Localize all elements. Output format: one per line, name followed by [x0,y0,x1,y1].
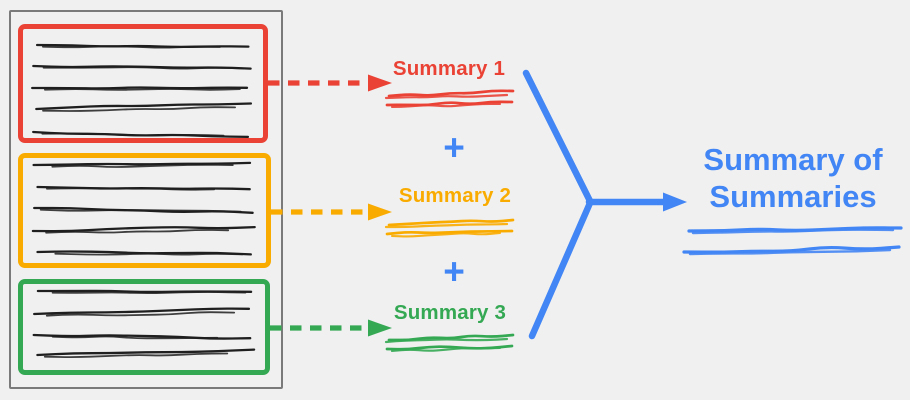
plus-operator-1: + [443,127,465,168]
summary-2-arrow [271,203,392,221]
result-underline-scribble [682,226,903,256]
result-label: Summary of Summaries [703,142,883,214]
summary-3-arrow [270,319,392,337]
source-document-box [9,10,283,389]
summary-3-label: Summary 3 [393,301,507,324]
summary-3-underline-scribble [384,333,515,353]
summary-1-underline-scribble [384,89,515,109]
doc-section-3-box [18,279,270,375]
summary-2-label: Summary 2 [398,184,512,207]
doc-section-2-box [18,153,271,268]
merge-arrow [522,69,687,340]
plus-operator-2: + [443,251,465,292]
doc-section-1-box [18,24,268,143]
summary-1-arrow [268,74,392,92]
summary-2-underline-scribble [384,218,515,238]
summary-1-label: Summary 1 [392,57,506,80]
